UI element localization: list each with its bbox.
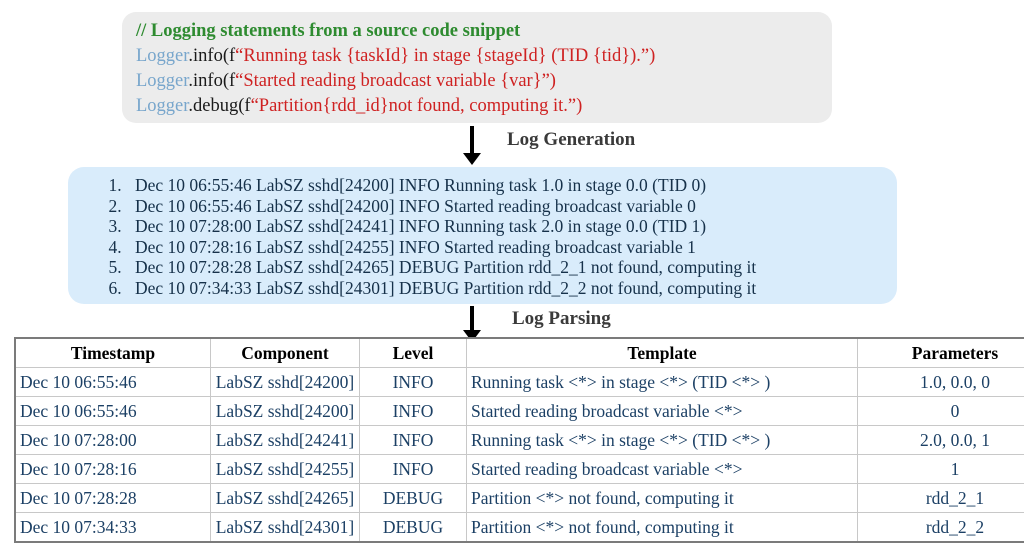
parsed-log-table: Timestamp Component Level Template Param… [14, 337, 1024, 543]
table-body: Dec 10 06:55:46 LabSZ sshd[24200] INFO R… [14, 367, 1024, 543]
cell-timestamp: Dec 10 07:28:16 [14, 454, 211, 484]
cell-template: Partition <*> not found, computing it [466, 483, 858, 513]
column-header-timestamp: Timestamp [14, 337, 211, 368]
list-item: Dec 10 06:55:46 LabSZ sshd[24200] INFO S… [126, 196, 897, 217]
code-token-string: “Partition{rdd_id}not found, computing i… [250, 96, 583, 116]
cell-parameters: rdd_2_2 [857, 512, 1024, 543]
code-token-string: “Started reading broadcast variable {var… [235, 71, 556, 91]
cell-parameters: 1.0, 0.0, 0 [857, 367, 1024, 397]
column-header-template: Template [466, 337, 858, 368]
code-token-logger: Logger [136, 96, 189, 116]
cell-level: DEBUG [359, 512, 467, 543]
log-generation-label: Log Generation [507, 129, 636, 150]
cell-timestamp: Dec 10 07:34:33 [14, 512, 211, 543]
code-token-logger: Logger [136, 71, 189, 91]
raw-log-box: Dec 10 06:55:46 LabSZ sshd[24200] INFO R… [68, 167, 897, 304]
list-item: Dec 10 07:28:00 LabSZ sshd[24241] INFO R… [126, 216, 897, 237]
cell-parameters: 0 [857, 396, 1024, 426]
arrow-shaft [470, 306, 474, 331]
list-item: Dec 10 06:55:46 LabSZ sshd[24200] INFO R… [126, 175, 897, 196]
down-arrow-icon-log-generation [460, 126, 484, 166]
cell-component: LabSZ sshd[24255] [210, 454, 360, 484]
cell-parameters: 2.0, 0.0, 1 [857, 425, 1024, 455]
code-snippet-box: // Logging statements from a source code… [122, 12, 832, 123]
cell-timestamp: Dec 10 07:28:00 [14, 425, 211, 455]
log-parsing-label: Log Parsing [512, 308, 611, 329]
cell-component: LabSZ sshd[24200] [210, 367, 360, 397]
list-item: Dec 10 07:28:16 LabSZ sshd[24255] INFO S… [126, 237, 897, 258]
arrow-head [463, 153, 481, 165]
table-header-row: Timestamp Component Level Template Param… [14, 337, 1024, 368]
cell-level: INFO [359, 367, 467, 397]
code-comment-line: // Logging statements from a source code… [136, 21, 521, 41]
cell-level: INFO [359, 454, 467, 484]
code-token-call: .info(f [188, 46, 236, 66]
cell-component: LabSZ sshd[24265] [210, 483, 360, 513]
cell-template: Started reading broadcast variable <*> [466, 454, 858, 484]
cell-level: INFO [359, 425, 467, 455]
cell-component: LabSZ sshd[24301] [210, 512, 360, 543]
list-item: Dec 10 07:34:33 LabSZ sshd[24301] DEBUG … [126, 278, 897, 299]
cell-component: LabSZ sshd[24241] [210, 425, 360, 455]
table-row: Dec 10 07:28:16 LabSZ sshd[24255] INFO S… [14, 454, 1024, 484]
cell-parameters: 1 [857, 454, 1024, 484]
code-line: Logger.info(f“Running task {taskId} in s… [136, 44, 832, 69]
code-token-call: .debug(f [188, 96, 251, 116]
table-row: Dec 10 07:34:33 LabSZ sshd[24301] DEBUG … [14, 512, 1024, 543]
column-header-parameters: Parameters [857, 337, 1024, 368]
table-row: Dec 10 06:55:46 LabSZ sshd[24200] INFO R… [14, 367, 1024, 397]
table-row: Dec 10 07:28:28 LabSZ sshd[24265] DEBUG … [14, 483, 1024, 513]
code-line: Logger.debug(f“Partition{rdd_id}not foun… [136, 94, 832, 119]
cell-level: DEBUG [359, 483, 467, 513]
cell-template: Partition <*> not found, computing it [466, 512, 858, 543]
cell-template: Running task <*> in stage <*> (TID <*> ) [466, 425, 858, 455]
raw-log-list: Dec 10 06:55:46 LabSZ sshd[24200] INFO R… [68, 175, 897, 298]
code-token-string: “Running task {taskId} in stage {stageId… [235, 46, 656, 66]
table-row: Dec 10 06:55:46 LabSZ sshd[24200] INFO S… [14, 396, 1024, 426]
arrow-shaft [470, 126, 474, 154]
code-token-call: .info(f [188, 71, 236, 91]
code-line: Logger.info(f“Started reading broadcast … [136, 69, 832, 94]
table-row: Dec 10 07:28:00 LabSZ sshd[24241] INFO R… [14, 425, 1024, 455]
column-header-level: Level [359, 337, 467, 368]
code-token-logger: Logger [136, 46, 189, 66]
cell-parameters: rdd_2_1 [857, 483, 1024, 513]
table-header: Timestamp Component Level Template Param… [14, 337, 1024, 368]
cell-timestamp: Dec 10 06:55:46 [14, 367, 211, 397]
cell-timestamp: Dec 10 07:28:28 [14, 483, 211, 513]
column-header-component: Component [210, 337, 360, 368]
cell-level: INFO [359, 396, 467, 426]
cell-template: Started reading broadcast variable <*> [466, 396, 858, 426]
cell-template: Running task <*> in stage <*> (TID <*> ) [466, 367, 858, 397]
cell-component: LabSZ sshd[24200] [210, 396, 360, 426]
list-item: Dec 10 07:28:28 LabSZ sshd[24265] DEBUG … [126, 257, 897, 278]
cell-timestamp: Dec 10 06:55:46 [14, 396, 211, 426]
